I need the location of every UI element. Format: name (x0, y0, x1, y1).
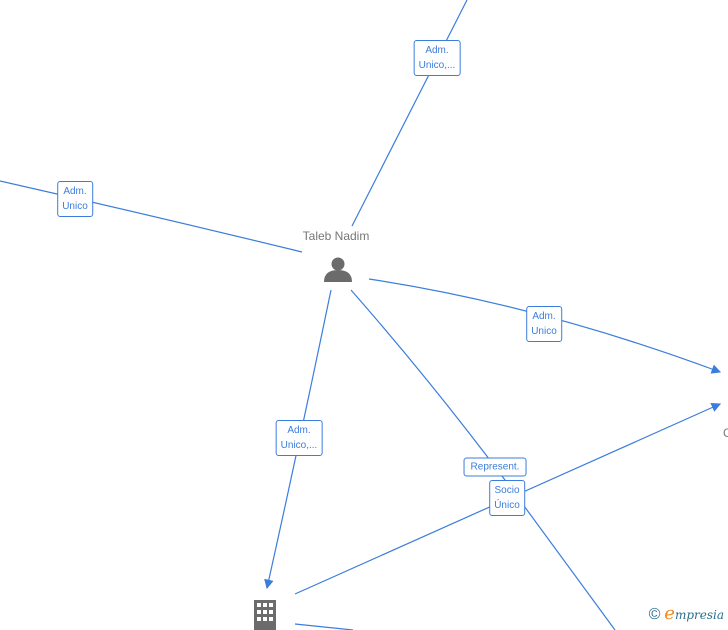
person-icon (324, 257, 352, 282)
building-icon (254, 600, 276, 630)
edge-label-line: Unico (62, 201, 88, 212)
edge-line (294, 623, 354, 630)
edge-label[interactable]: Adm. Unico (526, 306, 562, 342)
edge-label-line: Adm. (532, 311, 556, 322)
edge-label[interactable]: Represent. (463, 457, 527, 477)
edge-label-line: Único (494, 500, 520, 511)
edge-label-line: Unico (531, 326, 557, 337)
brand-name: mpresia (674, 608, 724, 622)
edge-label-line: Represent. (470, 461, 520, 473)
edge-line (0, 180, 303, 253)
edge-label-line: Socio (494, 485, 520, 496)
edge-label-line: Adm. (287, 425, 311, 436)
edge-label-line: Adm. (63, 186, 87, 197)
person-name[interactable]: Taleb Nadim (302, 229, 370, 243)
company-name-partial[interactable]: C (723, 426, 728, 440)
copyright-icon: © (648, 606, 661, 623)
brand-e: e (664, 603, 675, 624)
edge-label[interactable]: Adm. Unico,... (413, 40, 461, 76)
edge-line (351, 0, 468, 227)
edge-label-line: Unico,... (280, 440, 318, 451)
edge-label[interactable]: Adm. Unico (57, 181, 93, 217)
edge-label-line: Unico,... (418, 60, 456, 71)
edge-label[interactable]: Adm. Unico,... (275, 420, 323, 456)
empresia-watermark: © empresia (649, 603, 724, 624)
edge-label-line: Adm. (425, 45, 449, 56)
